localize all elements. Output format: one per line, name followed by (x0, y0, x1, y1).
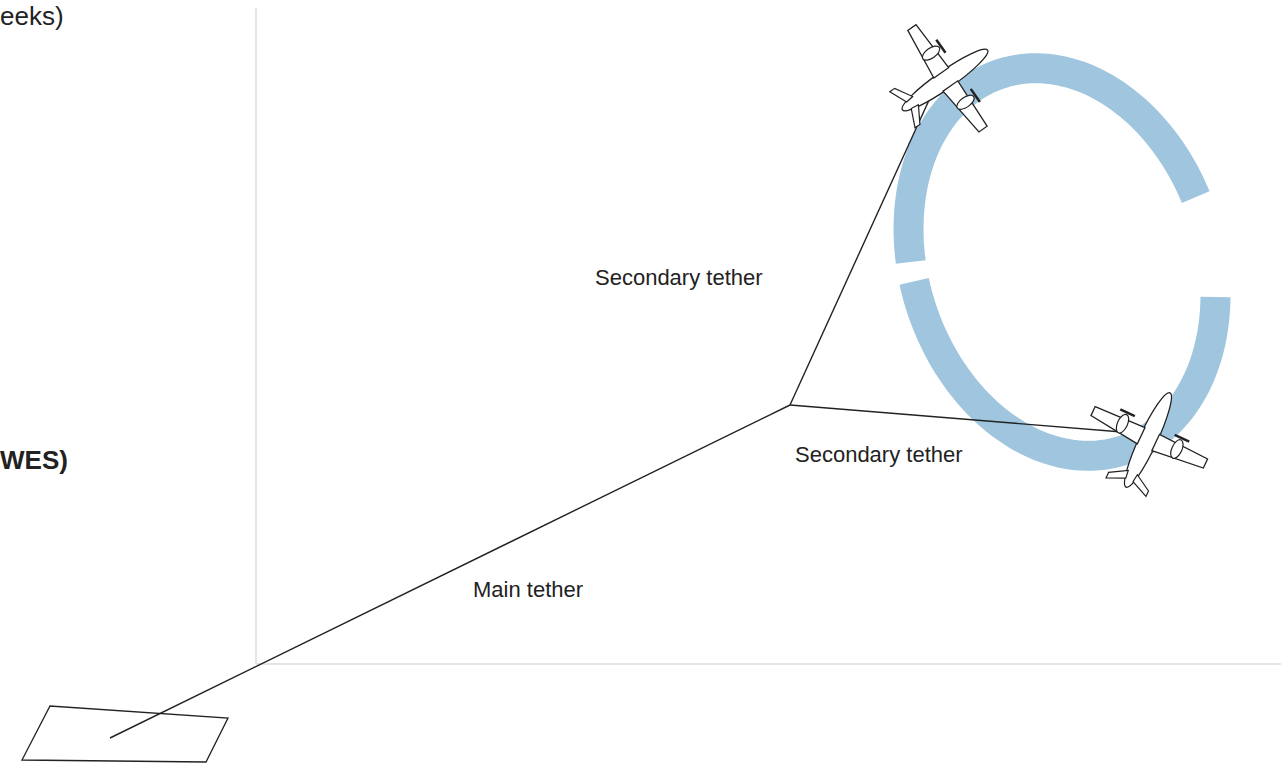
main-tether-line (110, 405, 790, 738)
panel-border (255, 8, 257, 664)
aircraft (1070, 367, 1226, 514)
secondary-tether-line (790, 405, 1122, 432)
tether-label: Secondary tether (592, 266, 766, 290)
ground-station (22, 706, 228, 762)
secondary-tether-line (790, 98, 930, 405)
heading-fragment: eeks) (0, 2, 64, 31)
heading-fragment: WES) (0, 446, 68, 475)
tether-label: Secondary tether (792, 443, 966, 467)
flight-path-arc (914, 281, 1215, 455)
aircraft (867, 0, 1023, 161)
panel-border (256, 663, 1281, 665)
tether-label: Main tether (470, 578, 586, 602)
flight-path-arc (909, 68, 1196, 262)
